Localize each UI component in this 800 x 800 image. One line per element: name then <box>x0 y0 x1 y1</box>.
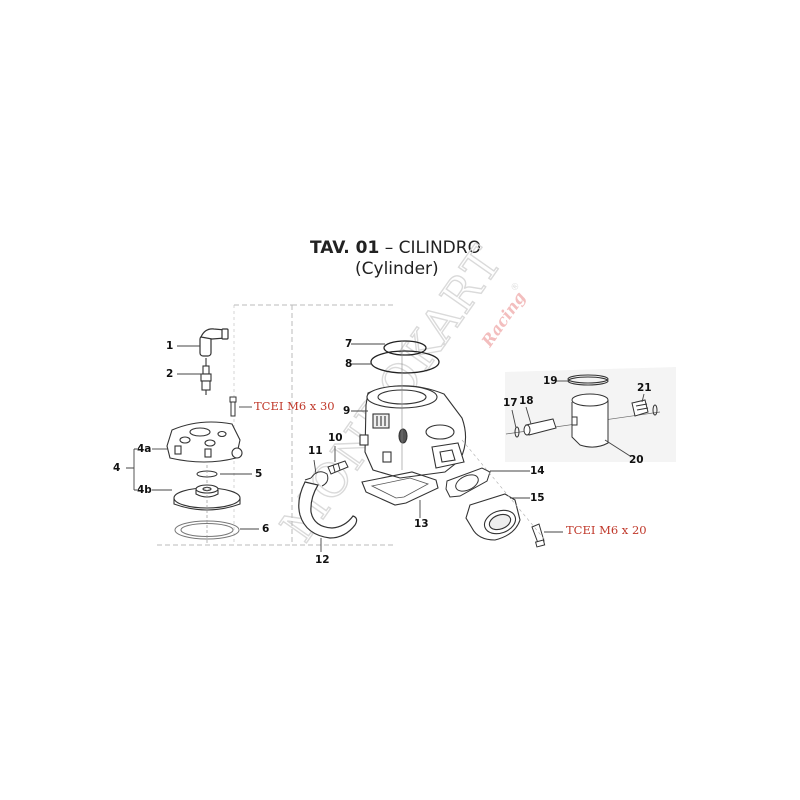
exhaust-manifold-drawing <box>465 493 521 541</box>
callout-9: 9 <box>343 405 351 417</box>
callout-17: 17 <box>503 397 518 409</box>
diagram-title: TAV. 01 – CILINDRO (Cylinder) <box>310 238 481 279</box>
needle-bearing-drawing <box>631 399 658 417</box>
exhaust-gasket-drawing <box>445 467 491 498</box>
piston-drawing <box>571 393 609 448</box>
callout-4a: 4a <box>137 443 152 455</box>
cylinder-drawing <box>359 385 467 479</box>
callout-15: 15 <box>530 492 545 504</box>
callout-19: 19 <box>543 375 558 387</box>
piston-pin-drawing <box>523 418 557 436</box>
circlip-drawing <box>514 426 520 438</box>
callout-18: 18 <box>519 395 534 407</box>
callout-8: 8 <box>345 358 353 370</box>
leader-lines <box>126 343 645 552</box>
manifold-bolt-spec: TCEI M6 x 20 <box>566 523 647 537</box>
o-ring-large-drawing <box>370 350 440 374</box>
o-ring-small-drawing <box>383 340 427 356</box>
callout-2: 2 <box>166 368 174 380</box>
callout-1: 1 <box>166 340 174 352</box>
spark-plug-cap-drawing <box>199 328 229 357</box>
callout-11: 11 <box>308 445 323 457</box>
callout-6: 6 <box>262 523 270 535</box>
base-gasket-drawing <box>361 471 439 506</box>
dashed-guide-box <box>291 304 395 546</box>
callout-10: 10 <box>328 432 343 444</box>
manifold-bolt-drawing <box>531 523 546 548</box>
spark-plug-drawing <box>200 358 212 395</box>
callout-12: 12 <box>315 554 330 566</box>
hose-fitting-drawing <box>327 460 349 475</box>
callout-4b: 4b <box>137 484 152 496</box>
callout-4: 4 <box>113 462 121 474</box>
callout-21: 21 <box>637 382 652 394</box>
head-bolt-spec: TCEI M6 x 30 <box>254 399 335 413</box>
callout-13: 13 <box>414 518 429 530</box>
callout-14: 14 <box>530 465 545 477</box>
table-subtitle: (Cylinder) <box>355 259 439 279</box>
callout-20: 20 <box>629 454 644 466</box>
title-separator: – <box>384 238 394 258</box>
table-name: CILINDRO <box>398 238 481 258</box>
hose-clamp-drawing <box>304 471 329 487</box>
head-cover-drawing <box>166 421 243 463</box>
head-bolt-drawing <box>229 396 237 417</box>
water-hose-drawing <box>298 481 358 539</box>
callout-5: 5 <box>255 468 263 480</box>
table-code: TAV. 01 <box>310 238 380 258</box>
callout-7: 7 <box>345 338 353 350</box>
